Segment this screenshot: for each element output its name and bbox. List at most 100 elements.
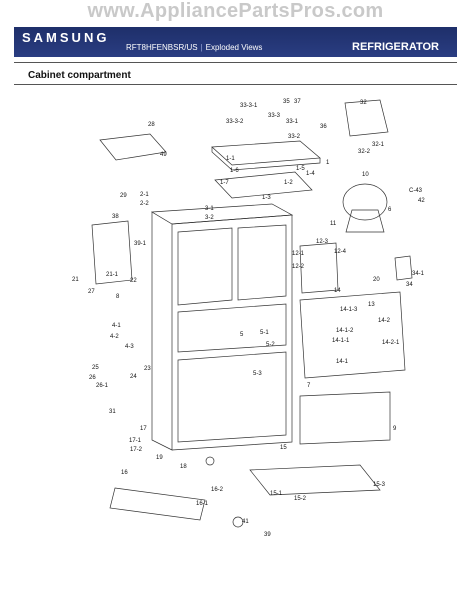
callout-label: 38 <box>112 214 119 220</box>
callout-label: 2-2 <box>140 201 149 207</box>
callout-label: 16-1 <box>196 501 209 507</box>
view-type: Exploded Views <box>205 43 263 52</box>
callout-label: 37 <box>294 99 301 105</box>
callout-label: 39-1 <box>134 241 147 247</box>
callout-label: 1-1 <box>226 156 235 162</box>
hinge-part <box>99 133 167 161</box>
callout-label: 14-1 <box>336 359 349 365</box>
callout-label: 2-1 <box>140 192 149 198</box>
section-title: Cabinet compartment <box>28 70 131 81</box>
callout-label: 41 <box>242 519 249 525</box>
header-rule <box>14 62 457 63</box>
callout-label: 21 <box>72 277 79 283</box>
callout-label: 25 <box>92 365 99 371</box>
callout-label: 33-3-1 <box>240 103 258 109</box>
callout-label: 17-1 <box>129 438 142 444</box>
cabinet-left-compartment <box>177 227 233 306</box>
callout-label: 16 <box>121 470 128 476</box>
callout-label: 4-2 <box>110 334 119 340</box>
model-separator: | <box>200 43 203 52</box>
callout-label: 14 <box>334 288 341 294</box>
callout-label: 22 <box>130 278 137 284</box>
callout-label: 34-1 <box>412 271 425 277</box>
callout-label: 13 <box>368 302 375 308</box>
callout-label: 29 <box>120 193 127 199</box>
callout-label: 15-2 <box>294 496 307 502</box>
callout-label: 1-6 <box>230 168 239 174</box>
callout-label: 33-1 <box>286 119 299 125</box>
callout-label: 1-7 <box>220 180 229 186</box>
callout-label: 18 <box>180 464 187 470</box>
callout-label: 12-2 <box>292 264 305 270</box>
callout-label: 21-1 <box>106 272 119 278</box>
callout-label: 5 <box>240 332 244 338</box>
model-info: RFT8HFENBSR/US|Exploded Views <box>126 43 262 52</box>
plate-part <box>299 242 339 294</box>
callout-label: 9 <box>393 426 397 432</box>
callout-label: 12-4 <box>334 249 347 255</box>
cabinet-front <box>171 214 293 451</box>
callout-label: 33-3-2 <box>226 119 244 125</box>
condenser-assembly <box>299 291 406 379</box>
callout-label: 31 <box>109 409 116 415</box>
bottom-frame <box>249 464 381 496</box>
callout-label: 1-3 <box>262 195 271 201</box>
left-panel-part <box>91 220 133 285</box>
callout-label: 14-1-1 <box>332 338 350 344</box>
callout-label: 32-2 <box>358 149 371 155</box>
callout-label: 14-1-3 <box>340 307 358 313</box>
compressor-base <box>345 209 385 233</box>
callout-label: 14-2 <box>378 318 391 324</box>
callout-label: 15-3 <box>373 482 386 488</box>
cabinet-right-compartment <box>237 224 287 301</box>
callout-label: 7 <box>307 383 311 389</box>
base-rail <box>109 487 206 521</box>
callout-label: 1-2 <box>284 180 293 186</box>
callout-label: 42 <box>418 198 425 204</box>
callout-label: 33-2 <box>288 134 301 140</box>
title-rule <box>14 84 457 85</box>
callout-label: 5-1 <box>260 330 269 336</box>
callout-label: 12-3 <box>316 239 329 245</box>
cabinet-middle-compartment <box>177 303 287 353</box>
cover-plate <box>299 391 391 445</box>
callout-label: 6 <box>388 207 392 213</box>
callout-label: 12-1 <box>292 251 305 257</box>
callout-label: 4-3 <box>125 344 134 350</box>
module-part <box>394 255 413 281</box>
compressor-part <box>342 183 388 221</box>
callout-label: 17 <box>140 426 147 432</box>
callout-label: 14-1-2 <box>336 328 354 334</box>
callout-label: 3-2 <box>205 215 214 221</box>
callout-label: 19 <box>156 455 163 461</box>
callout-label: 28 <box>148 122 155 128</box>
callout-label: 32 <box>360 100 367 106</box>
callout-label: C-43 <box>409 188 423 194</box>
callout-label: 49 <box>160 152 167 158</box>
callout-label: 26 <box>89 375 96 381</box>
callout-label: 1 <box>326 160 330 166</box>
callout-label: 36 <box>320 124 327 130</box>
callout-label: 8 <box>116 294 120 300</box>
callout-label: 17-2 <box>130 447 143 453</box>
watermark-text: www.AppliancePartsPros.com <box>87 0 384 22</box>
cabinet-side <box>151 212 173 451</box>
bracket-part <box>344 99 389 137</box>
cabinet-freezer-compartment <box>177 351 287 443</box>
callout-label: 4-1 <box>112 323 121 329</box>
callout-label: 33-3 <box>268 113 281 119</box>
callout-label: 1-4 <box>306 171 315 177</box>
callout-label: 5-2 <box>266 342 275 348</box>
callout-label: 35 <box>283 99 290 105</box>
category-label: REFRIGERATOR <box>352 41 439 53</box>
callout-label: 15 <box>280 445 287 451</box>
rail-part <box>214 171 313 199</box>
callout-label: 14-2-1 <box>382 340 400 346</box>
callout-label: 23 <box>144 366 151 372</box>
foot-part <box>205 456 215 466</box>
callout-label: 5-3 <box>253 371 262 377</box>
callout-label: 34 <box>406 282 413 288</box>
callout-label: 11 <box>330 221 337 227</box>
callout-label: 3-1 <box>205 206 214 212</box>
